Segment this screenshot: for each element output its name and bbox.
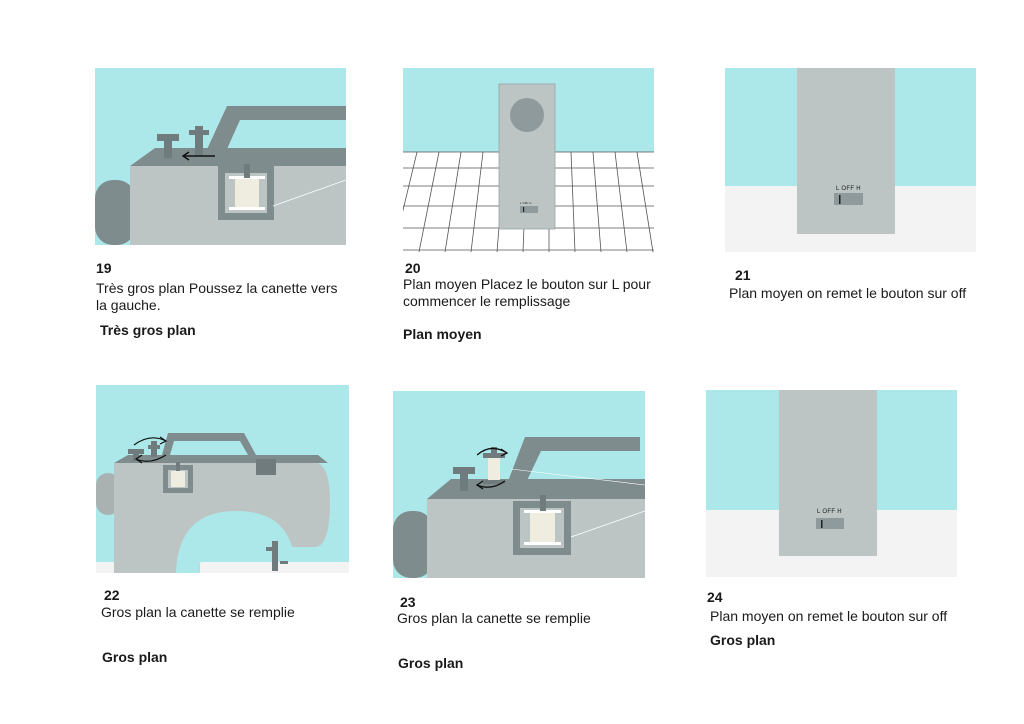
machine-top	[130, 148, 346, 166]
panel-21-illustration	[725, 68, 976, 252]
panel-23-shot-type: Gros plan	[398, 655, 464, 671]
panel-24-frame	[706, 390, 957, 577]
panel-23-number: 23	[400, 594, 416, 610]
panel-23-frame	[393, 391, 645, 578]
bobbin-spool	[235, 176, 259, 210]
panel-21-number: 21	[735, 267, 751, 283]
panel-19-shot-type: Très gros plan	[100, 322, 196, 338]
panel-24-description: Plan moyen on remet le bouton sur off	[710, 608, 948, 624]
panel-23-illustration	[393, 391, 645, 578]
bobbin-spool	[171, 471, 185, 487]
machine-top	[427, 479, 645, 499]
bobbin-winder	[151, 441, 157, 457]
panel-21-frame	[725, 68, 976, 252]
spool-pin	[460, 471, 468, 491]
handwheel	[95, 180, 135, 245]
panel-20-switch-label: L OFF H	[520, 201, 532, 205]
winding-bobbin	[488, 458, 500, 480]
presser-foot	[272, 541, 278, 571]
handwheel	[510, 98, 544, 132]
panel-21-switch-label: L OFF H	[836, 186, 861, 192]
panel-21-description: Plan moyen on remet le bouton sur off	[729, 285, 967, 301]
panel-22-shot-type: Gros plan	[102, 649, 168, 665]
spool-pin	[164, 138, 172, 158]
panel-19-number: 19	[96, 260, 112, 276]
handwheel	[393, 511, 433, 578]
machine-arm	[203, 106, 346, 158]
switch	[816, 518, 844, 529]
bobbin-spool	[530, 511, 555, 545]
panel-20-description: Plan moyen Placez le bouton sur L pour c…	[403, 276, 651, 309]
panel-19-frame	[95, 68, 346, 245]
panel-20-frame	[403, 68, 654, 252]
panel-20-illustration	[403, 68, 654, 252]
rotate-arrow-bottom	[135, 454, 167, 462]
panel-24-illustration	[706, 390, 957, 577]
panel-22-description: Gros plan la canette se remplie	[101, 604, 295, 620]
stitch-knob	[256, 459, 276, 475]
panel-19-illustration	[95, 68, 346, 245]
switch	[834, 193, 863, 205]
panel-24-number: 24	[707, 589, 723, 605]
panel-23-description: Gros plan la canette se remplie	[397, 610, 591, 626]
panel-19-description: Très gros plan Poussez la canette vers l…	[96, 280, 338, 313]
machine-arm	[505, 437, 640, 489]
panel-20-number: 20	[405, 260, 421, 276]
machine-front	[779, 390, 877, 556]
panel-22-number: 22	[104, 587, 120, 603]
switch	[520, 206, 538, 213]
machine-front	[797, 68, 895, 234]
panel-20-shot-type: Plan moyen	[403, 326, 482, 342]
panel-22-frame	[96, 385, 349, 573]
carry-handle	[162, 433, 256, 455]
bobbin-winder	[195, 126, 203, 156]
panel-22-illustration	[96, 385, 349, 573]
panel-24-shot-type: Gros plan	[710, 632, 776, 648]
panel-24-switch-label: L OFF H	[817, 509, 842, 515]
